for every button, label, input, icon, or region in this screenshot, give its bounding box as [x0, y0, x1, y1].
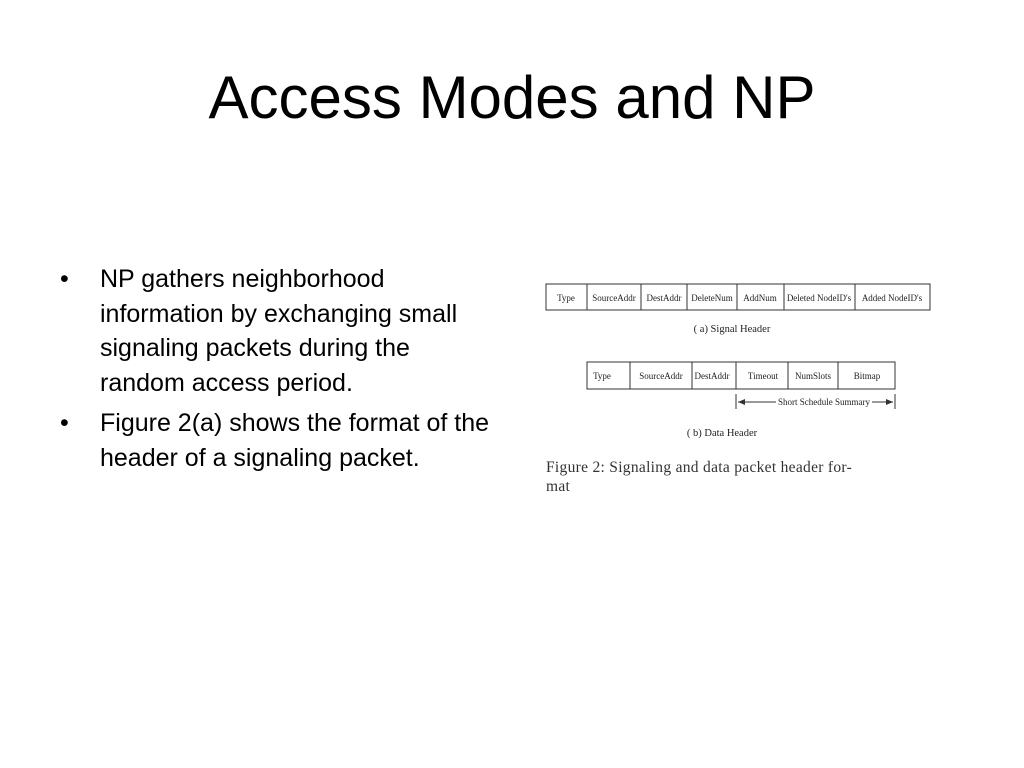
- span-arrowhead-left: [738, 399, 745, 405]
- signal-field-deleted-nodeids: Deleted NodeID's: [787, 293, 852, 303]
- figure-caption-line: mat: [546, 478, 571, 495]
- data-field-type: Type: [593, 371, 611, 381]
- signal-field-destaddr: DestAddr: [647, 293, 682, 303]
- data-field-sourceaddr: SourceAddr: [639, 371, 683, 381]
- signal-field-addnum: AddNum: [743, 293, 777, 303]
- data-field-numslots: NumSlots: [795, 371, 832, 381]
- signal-header-caption: ( a) Signal Header: [694, 324, 771, 335]
- bullet-item: • Figure 2(a) shows the format of the he…: [60, 406, 490, 475]
- data-field-bitmap: Bitmap: [854, 371, 881, 381]
- bullet-item: • NP gathers neighborhood information by…: [60, 262, 490, 400]
- signal-header-box: Type SourceAddr DestAddr DeleteNum AddNu…: [545, 283, 931, 311]
- schedule-summary-label: Short Schedule Summary: [778, 397, 870, 407]
- bullet-text: NP gathers neighborhood information by e…: [100, 265, 458, 397]
- bullet-text: Figure 2(a) shows the format of the head…: [100, 409, 490, 472]
- span-arrowhead-right: [886, 399, 893, 405]
- data-header-box: Type SourceAddr DestAddr Timeout NumSlot…: [586, 361, 896, 390]
- figure-caption-line: Figure 2: Signaling and data packet head…: [546, 459, 853, 476]
- data-field-destaddr: DestAddr: [695, 371, 730, 381]
- bullet-dot: •: [60, 265, 69, 293]
- signal-field-deletenum: DeleteNum: [691, 293, 732, 303]
- data-field-timeout: Timeout: [748, 371, 779, 381]
- slide-title: Access Modes and NP: [208, 64, 816, 131]
- figure-caption: Figure 2: Signaling and data packet head…: [546, 458, 938, 496]
- signal-field-sourceaddr: SourceAddr: [592, 293, 636, 303]
- schedule-summary-span: Short Schedule Summary: [735, 394, 896, 409]
- signal-header-outline: [545, 283, 931, 311]
- header-diagram: Type SourceAddr DestAddr DeleteNum AddNu…: [545, 283, 931, 439]
- bullet-dot: •: [60, 409, 69, 437]
- data-header-outline: [586, 361, 896, 390]
- packet-header-figure: Type SourceAddr DestAddr DeleteNum AddNu…: [540, 276, 940, 506]
- signal-field-added-nodeids: Added NodeID's: [862, 293, 923, 303]
- signal-field-type: Type: [557, 293, 575, 303]
- bullet-list: • NP gathers neighborhood information by…: [60, 262, 490, 481]
- data-header-caption: ( b) Data Header: [687, 428, 758, 439]
